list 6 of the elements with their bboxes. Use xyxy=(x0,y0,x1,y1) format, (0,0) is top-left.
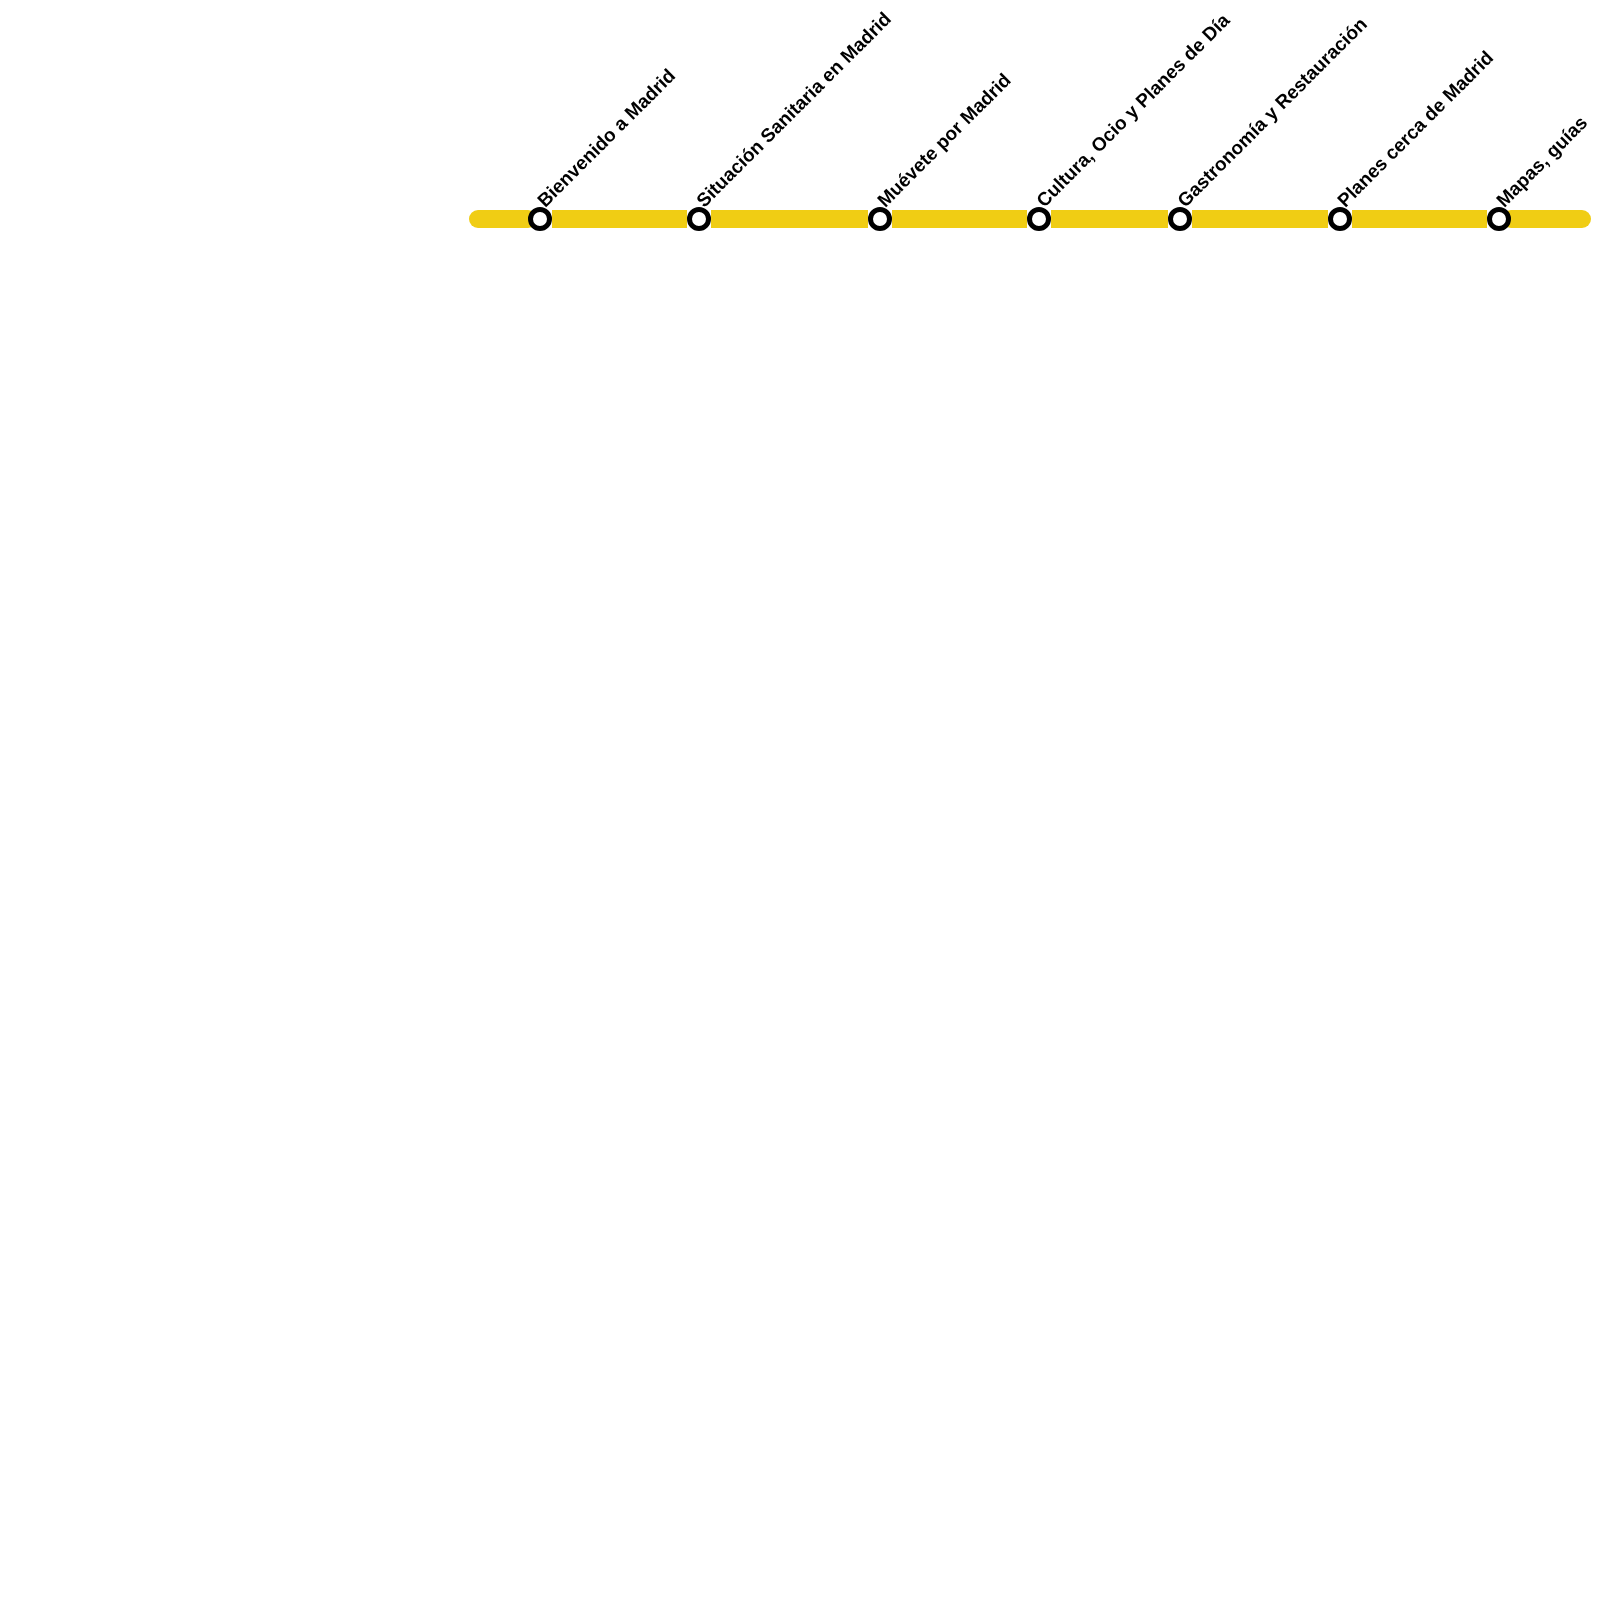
metro-line-segment xyxy=(892,210,1027,228)
metro-line-segment xyxy=(1192,210,1328,228)
metro-line-segment xyxy=(552,210,687,228)
metro-line-segment xyxy=(1352,210,1487,228)
metro-line-segment xyxy=(1051,210,1168,228)
metro-line-segment xyxy=(711,210,868,228)
